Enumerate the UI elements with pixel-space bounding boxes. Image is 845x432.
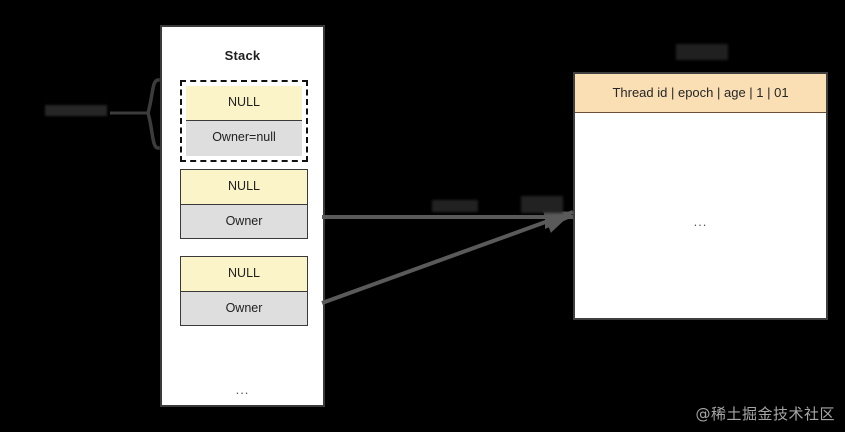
stack-frame-1-owner-cell: Owner xyxy=(180,204,308,239)
connector-label-1-obscured xyxy=(432,200,478,212)
stack-frame-pending-owner-cell: Owner=null xyxy=(186,121,302,156)
object-body-ellipsis: ... xyxy=(693,214,708,229)
stack-frame-pending-null-cell: NULL xyxy=(186,86,302,121)
left-annotation-group xyxy=(40,78,162,150)
stack-frame-1[interactable]: NULL Owner xyxy=(180,169,308,239)
left-annotation-label-obscured xyxy=(45,105,107,116)
connector-label-2-obscured xyxy=(521,196,563,213)
stack-frame-2-owner-cell: Owner xyxy=(180,291,308,326)
stack-frame-2-null-cell: NULL xyxy=(180,256,308,291)
left-bracket-icon xyxy=(110,78,160,150)
stack-frame-1-null-cell: NULL xyxy=(180,169,308,204)
watermark: @稀土掘金技术社区 xyxy=(695,405,835,423)
stack-frame-2[interactable]: NULL Owner xyxy=(180,256,308,326)
stack-frame-pending[interactable]: NULL Owner=null xyxy=(180,80,308,162)
stack-title: Stack xyxy=(224,48,261,63)
connector-frame2-to-object xyxy=(321,210,574,305)
object-title-obscured xyxy=(676,44,728,60)
stack-panel: Stack NULL Owner=null NULL Owner NULL Ow… xyxy=(160,25,325,407)
object-header-box: Thread id | epoch | age | 1 | 01 ... xyxy=(573,72,828,320)
stack-ellipsis: ... xyxy=(235,382,250,397)
object-mark-word-row: Thread id | epoch | age | 1 | 01 xyxy=(575,74,826,113)
